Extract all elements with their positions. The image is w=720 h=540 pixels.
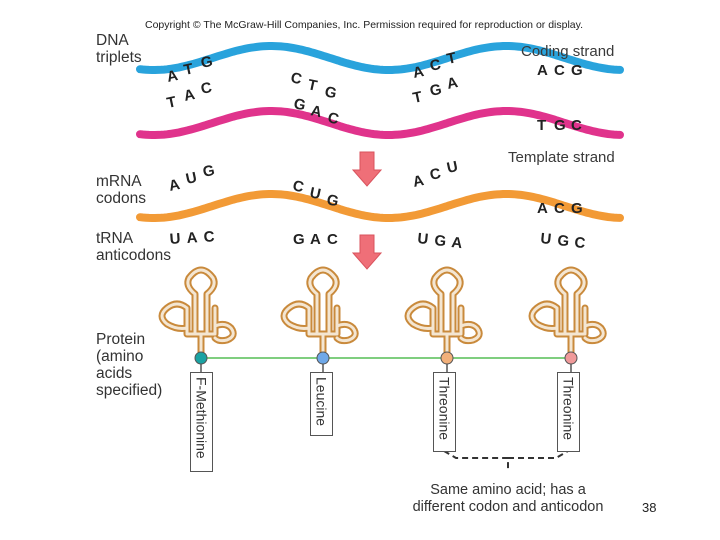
amino-acid-label-4: Threonine xyxy=(560,377,577,441)
anticodon-nucleotide-4-1: U xyxy=(540,230,553,248)
anticodon-nucleotide-4-3: C xyxy=(574,234,587,252)
amino-acid-label-1: F-Methionine xyxy=(193,377,210,459)
amino-acid-bead-1 xyxy=(194,351,208,365)
mrna-nucleotide-3-2: C xyxy=(428,165,442,184)
coding-nucleotide-4-1: A xyxy=(537,62,548,79)
mrna-nucleotide-2-2: U xyxy=(308,184,322,203)
mrna-nucleotide-4-2: C xyxy=(554,200,565,217)
template-nucleotide-4-2: G xyxy=(554,117,566,134)
amino-acid-bead-4 xyxy=(564,351,578,365)
down-arrow-2 xyxy=(351,234,383,270)
anticodon-nucleotide-3-1: U xyxy=(417,230,430,248)
template-nucleotide-3-1: T xyxy=(411,88,424,107)
template-nucleotide-1-2: A xyxy=(182,86,196,105)
down-arrow-1 xyxy=(351,151,383,187)
template-nucleotide-1-3: C xyxy=(199,79,213,98)
coding-nucleotide-3-3: T xyxy=(445,49,458,68)
dna-coding-strand xyxy=(136,42,624,74)
anticodon-nucleotide-3-2: G xyxy=(434,232,447,250)
anticodon-nucleotide-2-2: A xyxy=(310,231,321,248)
anticodon-nucleotide-1-1: U xyxy=(169,230,181,248)
amino-acid-bead-2 xyxy=(316,351,330,365)
anticodon-nucleotide-4-2: G xyxy=(557,232,570,250)
coding-nucleotide-1-1: A xyxy=(165,67,179,86)
coding-nucleotide-3-1: A xyxy=(411,63,425,82)
label-template-strand: Template strand xyxy=(508,149,615,166)
mrna-nucleotide-1-1: A xyxy=(167,176,181,195)
amino-acid-label-3: Threonine xyxy=(436,377,453,441)
amino-acid-bead-3 xyxy=(440,351,454,365)
template-nucleotide-2-3: C xyxy=(326,109,340,128)
amino-acid-label-2: Leucine xyxy=(313,377,330,427)
mrna-nucleotide-1-3: G xyxy=(201,162,216,181)
trna-molecule-2 xyxy=(284,270,355,352)
amino-acid-box-3: Threonine xyxy=(433,372,456,452)
template-nucleotide-4-1: T xyxy=(537,117,546,134)
mrna-nucleotide-4-1: A xyxy=(537,200,548,217)
amino-acid-box-2: Leucine xyxy=(310,372,333,436)
dna-template-strand xyxy=(136,107,624,139)
coding-nucleotide-3-2: C xyxy=(428,56,442,75)
mrna-nucleotide-4-3: G xyxy=(571,200,583,217)
trna-molecule-1 xyxy=(162,270,233,352)
label-coding-strand: Coding strand xyxy=(521,43,615,60)
copyright-notice: Copyright © The McGraw-Hill Companies, I… xyxy=(145,19,584,31)
template-nucleotide-3-2: G xyxy=(428,81,443,100)
anticodon-nucleotide-3-3: A xyxy=(451,234,464,252)
page-number: 38 xyxy=(642,500,657,515)
same-amino-acid-bracket xyxy=(443,450,569,470)
coding-nucleotide-4-3: G xyxy=(571,62,583,79)
trna-molecule-4 xyxy=(532,270,603,352)
mrna-strand xyxy=(136,190,624,222)
template-nucleotide-1-1: T xyxy=(165,93,178,112)
mrna-nucleotide-2-1: C xyxy=(291,177,305,196)
coding-nucleotide-1-3: G xyxy=(199,53,214,72)
mrna-nucleotide-2-3: G xyxy=(325,191,340,210)
anticodon-nucleotide-1-3: C xyxy=(203,228,215,246)
coding-nucleotide-2-1: C xyxy=(289,69,303,88)
anticodon-nucleotide-2-3: C xyxy=(327,231,338,248)
template-nucleotide-2-1: G xyxy=(292,95,307,114)
amino-acid-box-1: F-Methionine xyxy=(190,372,213,472)
mrna-nucleotide-1-2: U xyxy=(184,169,198,188)
amino-acid-box-4: Threonine xyxy=(557,372,580,452)
coding-nucleotide-4-2: C xyxy=(554,62,565,79)
mrna-nucleotide-3-1: A xyxy=(411,172,425,191)
mrna-nucleotide-3-3: U xyxy=(445,158,459,177)
coding-nucleotide-2-2: T xyxy=(306,76,319,95)
trna-molecule-3 xyxy=(408,270,479,352)
coding-nucleotide-1-2: T xyxy=(182,60,195,79)
anticodon-nucleotide-2-1: G xyxy=(293,231,305,248)
template-nucleotide-3-3: A xyxy=(445,74,459,93)
anticodon-nucleotide-1-2: A xyxy=(186,229,198,247)
template-nucleotide-2-2: A xyxy=(309,102,323,121)
coding-nucleotide-2-3: G xyxy=(323,83,338,102)
template-nucleotide-4-3: C xyxy=(571,117,582,134)
